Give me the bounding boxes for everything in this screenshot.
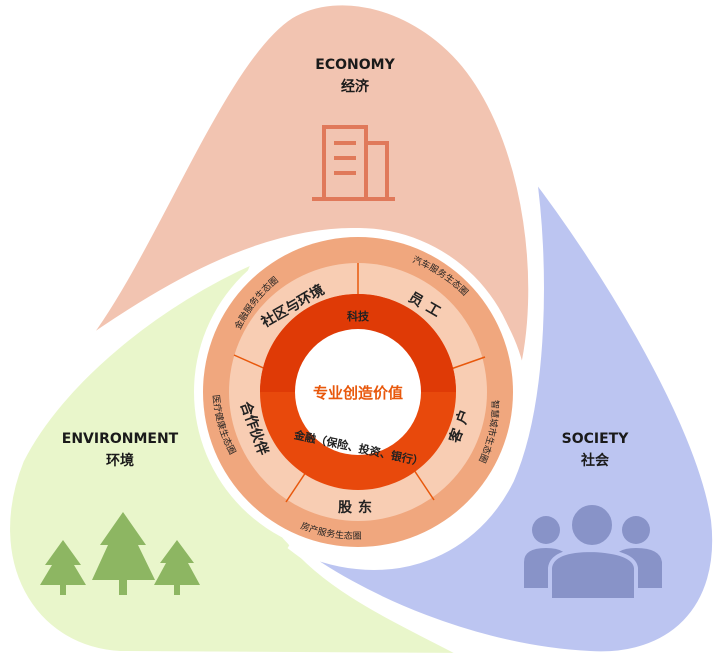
- environment-en: ENVIRONMENT: [61, 431, 179, 447]
- economy-label: ECONOMY 经济: [300, 54, 410, 98]
- economy-zh: 经济: [341, 79, 369, 95]
- center-title: 专业创造价值: [313, 384, 403, 402]
- economy-en: ECONOMY: [315, 57, 395, 73]
- core-top-label: 科技: [347, 309, 370, 323]
- society-zh: 社会: [581, 453, 609, 469]
- trees-icon: [40, 512, 200, 595]
- society-label: SOCIETY 社会: [545, 428, 645, 472]
- environment-label: ENVIRONMENT 环境: [50, 428, 190, 472]
- center-circle: [295, 329, 421, 455]
- core-ring-top: [260, 294, 456, 392]
- environment-zh: 环境: [106, 453, 134, 469]
- stakeholder-shareholders: 股东: [338, 499, 378, 516]
- ring-dividers: [233, 263, 486, 503]
- people-icon: [524, 501, 662, 602]
- society-en: SOCIETY: [561, 431, 629, 447]
- building-icon: [312, 125, 395, 201]
